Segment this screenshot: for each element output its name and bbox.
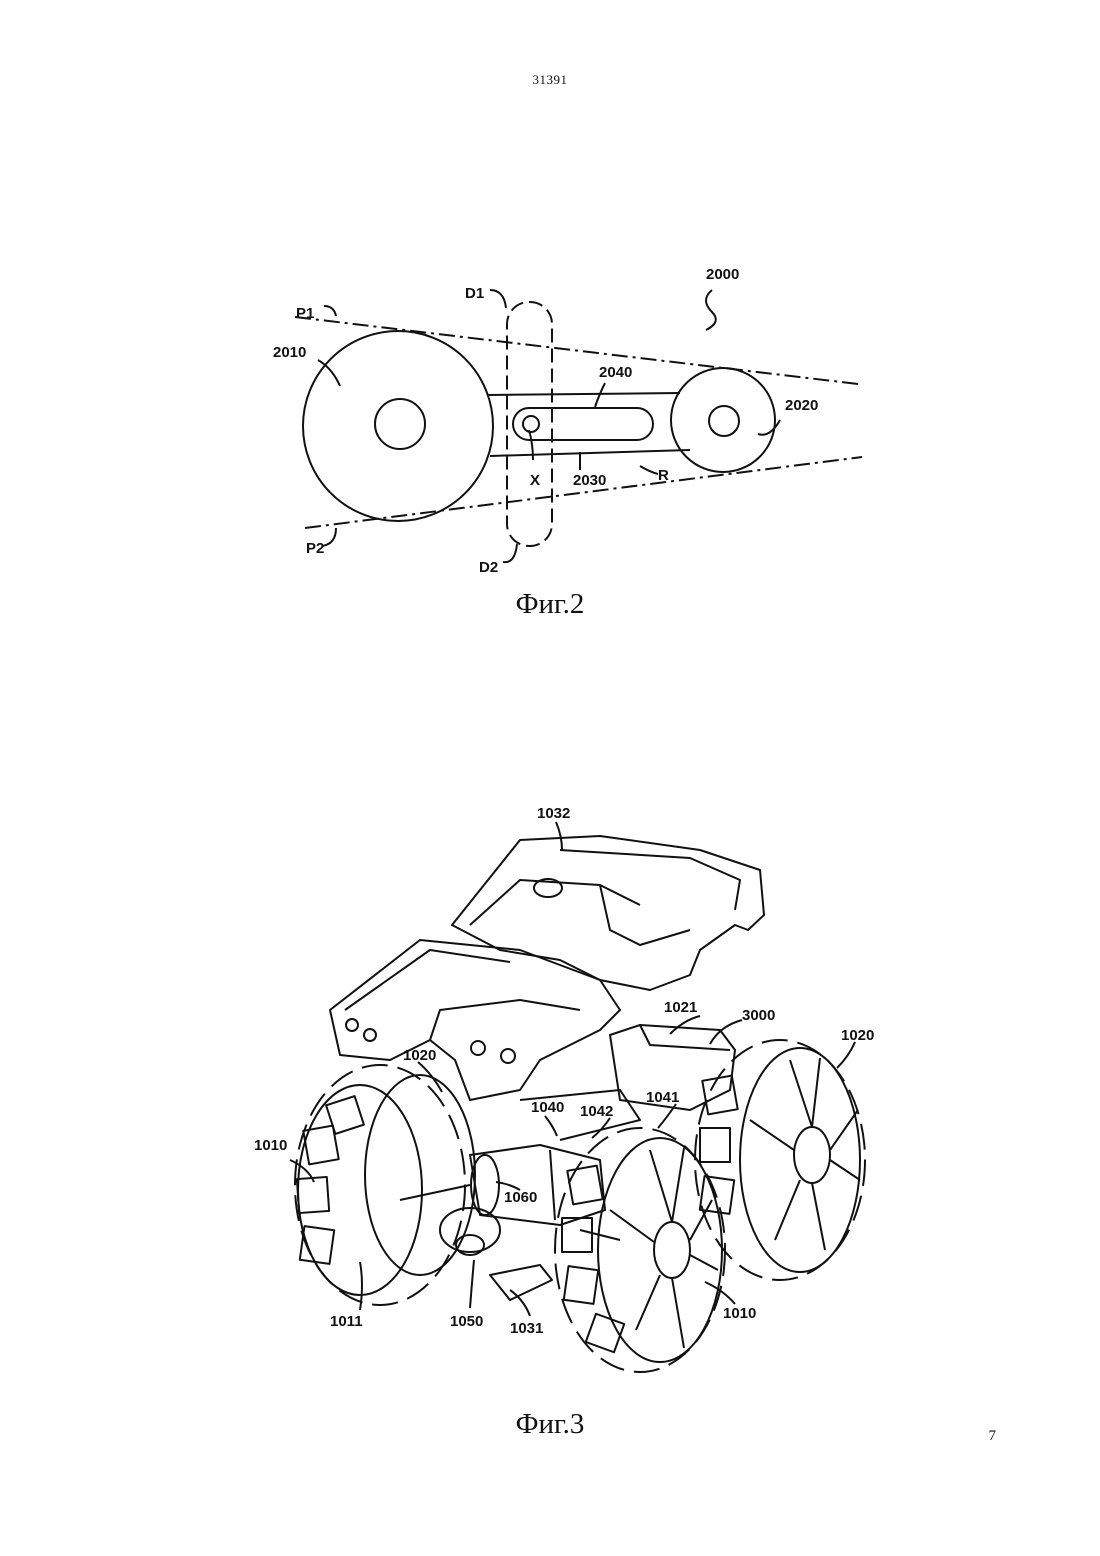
wheel-right-1020 xyxy=(695,1040,865,1280)
skid-1031 xyxy=(490,1265,552,1300)
label-1021: 1021 xyxy=(664,999,697,1016)
label-1040: 1040 xyxy=(531,1099,564,1116)
label-1060: 1060 xyxy=(504,1189,537,1206)
label-1042: 1042 xyxy=(580,1103,613,1120)
page-number: 7 xyxy=(989,1428,997,1445)
wheel-left-1010 xyxy=(295,1065,475,1305)
label-1010-left: 1010 xyxy=(254,1137,287,1154)
label-1010-front: 1010 xyxy=(723,1305,756,1322)
figure-3-drawing: 1032 1021 3000 1020 1020 1040 1042 1041 … xyxy=(0,0,1100,1400)
label-3000: 3000 xyxy=(742,1007,775,1024)
label-1041: 1041 xyxy=(646,1089,679,1106)
label-1032: 1032 xyxy=(537,805,570,822)
wheel-front-1010 xyxy=(555,1128,725,1372)
label-1050: 1050 xyxy=(450,1313,483,1330)
label-1031: 1031 xyxy=(510,1320,543,1337)
figure-3-caption: Фиг.3 xyxy=(0,1408,1100,1441)
upper-chassis-1032 xyxy=(452,836,764,990)
label-1020-right: 1020 xyxy=(841,1027,874,1044)
label-1011: 1011 xyxy=(330,1313,363,1330)
lower-chassis xyxy=(330,940,620,1100)
label-1020-left: 1020 xyxy=(403,1047,436,1064)
